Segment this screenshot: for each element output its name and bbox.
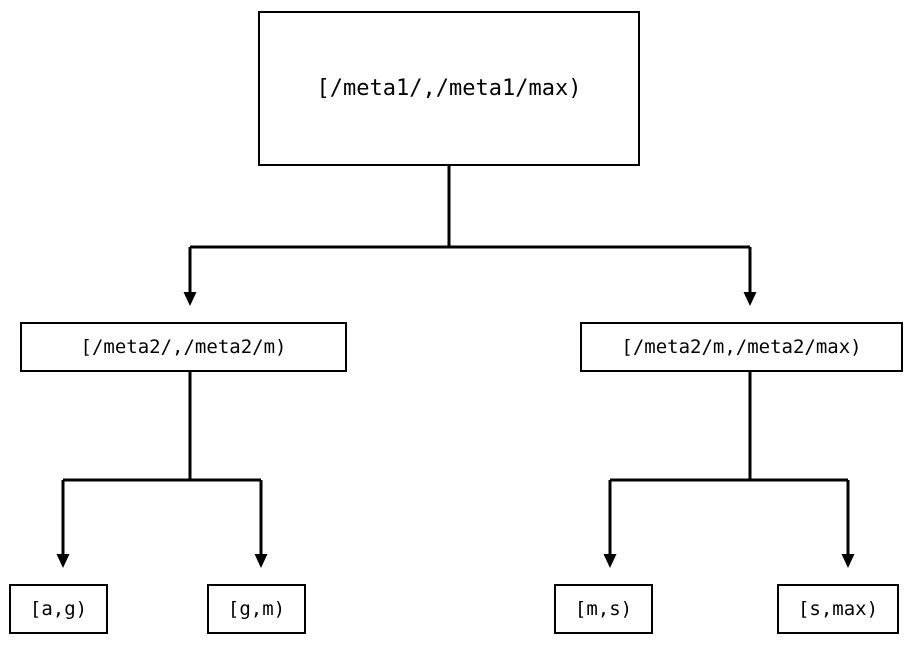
edge-root-to-mid-left xyxy=(188,166,750,292)
tree-node-leaf-4[interactable]: [s,max) xyxy=(777,584,899,634)
edge-mid-left-to-leaves xyxy=(61,372,263,554)
arrowhead-leaf-2 xyxy=(254,554,268,568)
tree-node-leaf-2[interactable]: [g,m) xyxy=(207,584,306,634)
arrowhead-leaf-1 xyxy=(56,554,70,568)
arrowhead-mid-right xyxy=(743,292,757,306)
tree-node-mid-right[interactable]: [/meta2/m,/meta2/max) xyxy=(580,322,903,372)
arrowhead-leaf-4 xyxy=(841,554,855,568)
arrowhead-leaf-3 xyxy=(603,554,617,568)
tree-node-leaf-1[interactable]: [a,g) xyxy=(9,584,108,634)
arrowhead-mid-left xyxy=(183,292,197,306)
tree-node-mid-left[interactable]: [/meta2/,/meta2/m) xyxy=(20,322,347,372)
edge-mid-right-to-leaves xyxy=(608,372,850,554)
tree-node-leaf-3[interactable]: [m,s) xyxy=(554,584,653,634)
tree-node-root[interactable]: [/meta1/,/meta1/max) xyxy=(258,11,640,166)
